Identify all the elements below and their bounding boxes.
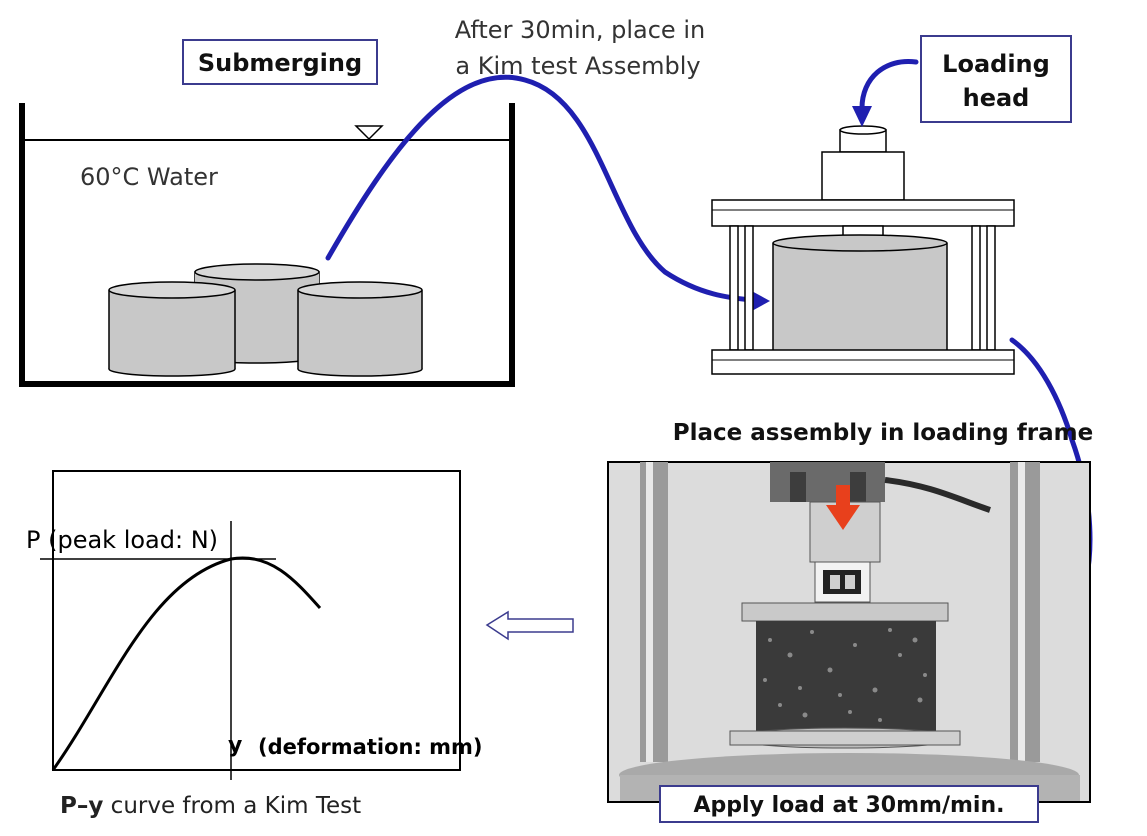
red-load-arrow-shaft bbox=[836, 485, 850, 507]
loading-head-arrowhead bbox=[852, 106, 872, 127]
loading-head-label-box bbox=[920, 35, 1072, 123]
water-label: 60°C Water bbox=[80, 163, 218, 191]
loading-frame-photo bbox=[607, 461, 1091, 803]
deformation-label: (deformation: mm) bbox=[258, 735, 483, 759]
apply-load-label-box bbox=[659, 785, 1039, 823]
place-frame-label: Place assembly in loading frame bbox=[673, 420, 1093, 446]
red-load-arrow-icon bbox=[826, 505, 860, 530]
submerging-label-box bbox=[182, 39, 378, 85]
plot-frame bbox=[52, 470, 461, 771]
specimen-right bbox=[297, 281, 423, 377]
transfer-arrow bbox=[325, 74, 755, 303]
kim-test-assembly bbox=[711, 125, 1015, 375]
transfer-label-line1: After 30min, place in bbox=[455, 16, 705, 44]
y-symbol-label: y bbox=[228, 733, 242, 758]
loading-head-label-line2: head bbox=[963, 84, 1030, 112]
transfer-label-line2: a Kim test Assembly bbox=[455, 52, 700, 80]
curve-caption: P–y curve from a Kim Test bbox=[60, 793, 361, 819]
water-level-icon bbox=[354, 125, 384, 141]
py-curve-plot: P (peak load: N) y (deformation: mm) bbox=[26, 470, 483, 780]
loading-head-label-line1: Loading bbox=[942, 50, 1050, 78]
curve-caption-bold: P–y bbox=[60, 793, 103, 819]
specimen-left bbox=[108, 281, 236, 377]
apply-load-label: Apply load at 30mm/min. bbox=[694, 793, 1005, 818]
loading-head-arrow bbox=[859, 59, 919, 111]
curve-caption-rest: curve from a Kim Test bbox=[103, 793, 361, 819]
water-bath: 60°C Water bbox=[19, 103, 515, 387]
peak-load-label: P (peak load: N) bbox=[26, 526, 218, 554]
result-arrow-icon bbox=[485, 610, 574, 641]
submerging-label: Submerging bbox=[198, 49, 362, 77]
py-curve bbox=[51, 556, 322, 771]
